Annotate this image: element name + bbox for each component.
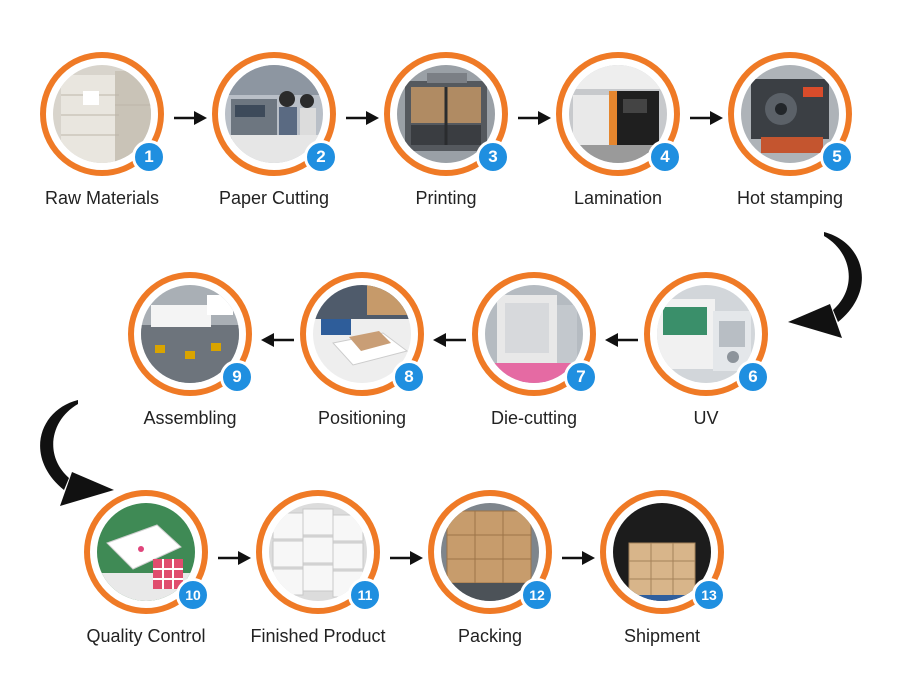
arrow-right-icon xyxy=(390,551,423,565)
step-ring xyxy=(212,52,336,176)
arrow-right-icon xyxy=(562,551,595,565)
step-ring xyxy=(384,52,508,176)
step-label: Positioning xyxy=(317,408,407,428)
step-hot-stamping: 5 Hot stamping xyxy=(728,52,864,222)
step-label: Shipment xyxy=(623,626,701,646)
step-number-badge: 5 xyxy=(820,140,854,174)
step-number-badge: 2 xyxy=(304,140,338,174)
step-paper-cutting: 2 Paper Cutting xyxy=(212,52,348,222)
step-number-badge: 13 xyxy=(692,578,726,612)
arrow-left-icon xyxy=(261,333,294,347)
step-number-badge: 10 xyxy=(176,578,210,612)
step-number-badge: 9 xyxy=(220,360,254,394)
arrow-right-icon xyxy=(518,111,551,125)
step-ring xyxy=(40,52,164,176)
step-label: Printing xyxy=(415,188,477,208)
curved-arrow-icon xyxy=(40,400,114,506)
step-raw-materials: 1 Raw Materials xyxy=(40,52,176,222)
step-ring xyxy=(472,272,596,396)
step-label: Lamination xyxy=(573,188,663,208)
step-shipment: 13 Shipment xyxy=(600,490,736,660)
step-label: Assembling xyxy=(143,408,237,428)
arrow-right-icon xyxy=(218,551,251,565)
step-die-cutting: 7 Die-cutting xyxy=(472,272,608,442)
step-finished-product: 11 Finished Product xyxy=(250,490,392,660)
step-number-badge: 1 xyxy=(132,140,166,174)
step-ring xyxy=(600,490,724,614)
hot-stamping-photo xyxy=(741,65,839,163)
curved-arrow-icon xyxy=(788,232,862,338)
step-label: Finished Product xyxy=(250,626,386,646)
step-number-badge: 6 xyxy=(736,360,770,394)
step-packing: 12 Packing xyxy=(428,490,564,660)
step-number-badge: 11 xyxy=(348,578,382,612)
step-number-badge: 7 xyxy=(564,360,598,394)
step-label: Quality Control xyxy=(86,626,206,646)
step-label: Paper Cutting xyxy=(218,188,330,208)
arrow-right-icon xyxy=(346,111,379,125)
shipment-photo xyxy=(613,503,711,601)
step-assembling: 9 Assembling xyxy=(128,272,264,442)
step-ring xyxy=(728,52,852,176)
step-number-badge: 4 xyxy=(648,140,682,174)
step-number-badge: 3 xyxy=(476,140,510,174)
arrow-left-icon xyxy=(605,333,638,347)
step-label: Raw Materials xyxy=(44,188,160,208)
arrow-right-icon xyxy=(174,111,207,125)
arrow-right-icon xyxy=(690,111,723,125)
step-label: UV xyxy=(693,408,719,428)
die-cutting-photo xyxy=(485,285,583,383)
step-uv: 6 UV xyxy=(644,272,780,442)
step-printing: 3 Printing xyxy=(384,52,520,222)
step-label: Packing xyxy=(457,626,523,646)
arrow-left-icon xyxy=(433,333,466,347)
step-number-badge: 8 xyxy=(392,360,426,394)
step-label: Die-cutting xyxy=(490,408,578,428)
step-number-badge: 12 xyxy=(520,578,554,612)
step-positioning: 8 Positioning xyxy=(300,272,436,442)
step-lamination: 4 Lamination xyxy=(556,52,692,222)
step-quality-control: 10 Quality Control xyxy=(84,490,220,660)
step-label: Hot stamping xyxy=(736,188,844,208)
